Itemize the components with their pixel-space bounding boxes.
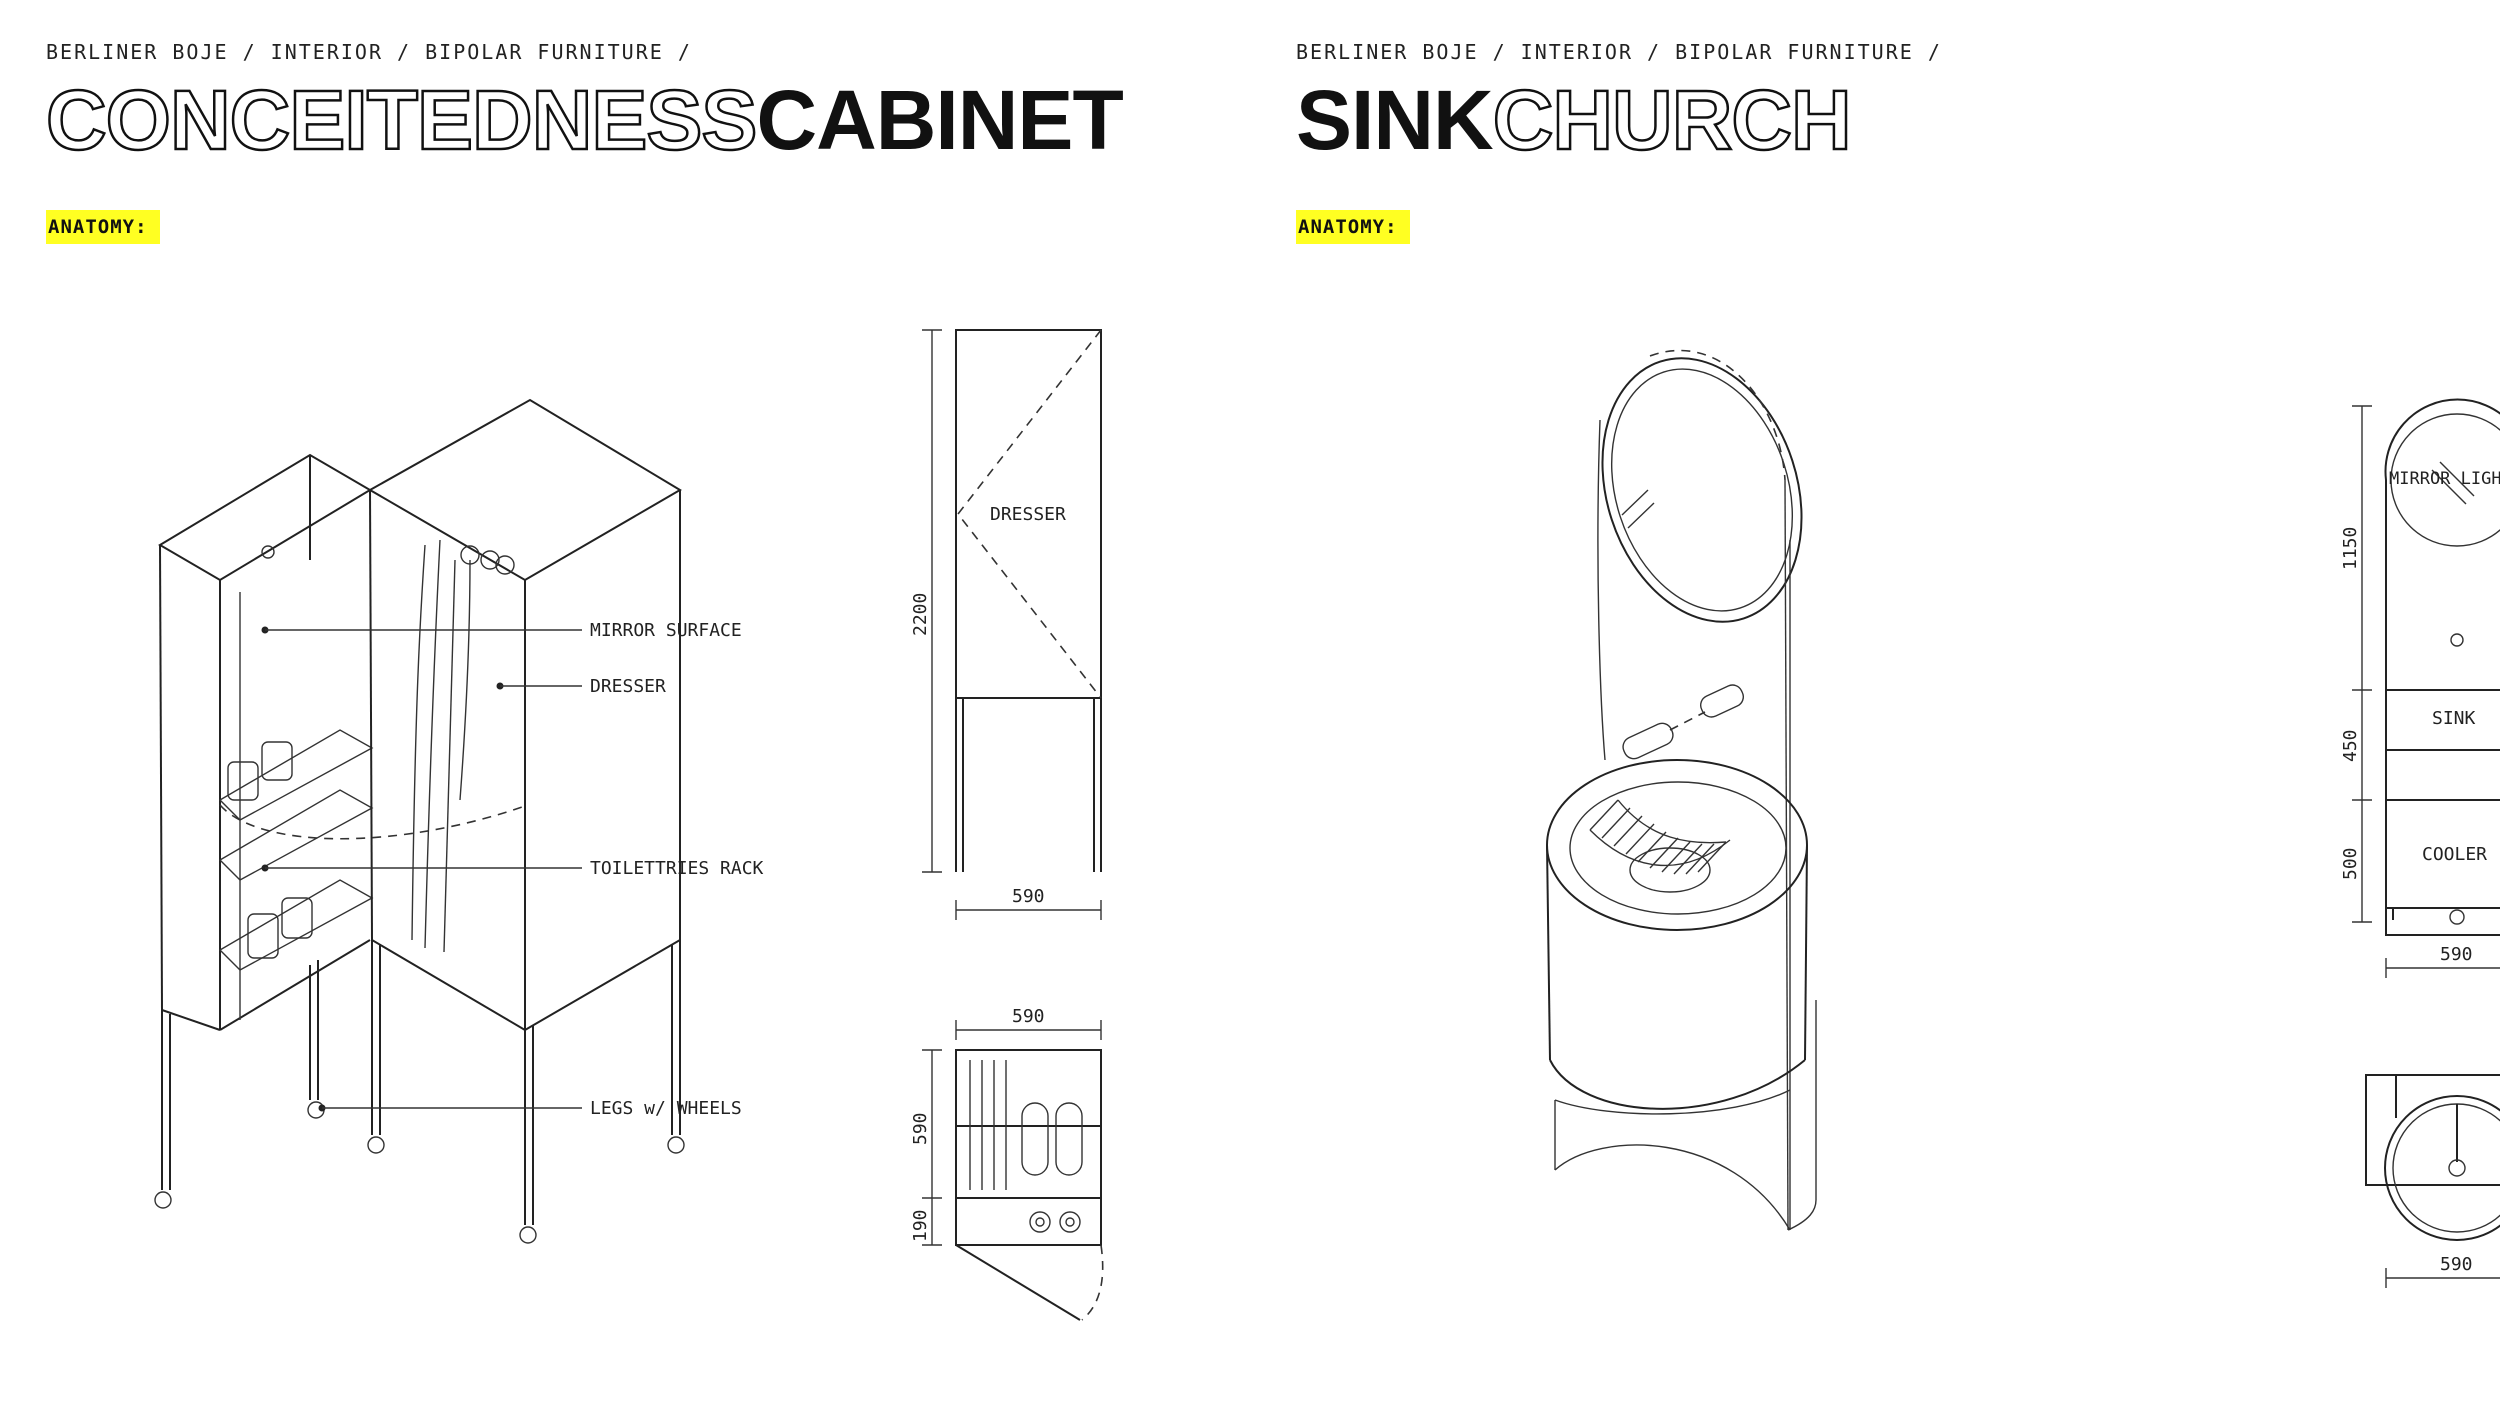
elevation-dim-450: 450 (2340, 729, 2361, 762)
title-solid: CABINET (756, 73, 1123, 167)
elevation-dim-500: 500 (2340, 847, 2361, 880)
breadcrumb: BERLINER BOJE / INTERIOR / BIPOLAR FURNI… (1296, 40, 1942, 64)
callout-leaders (261, 626, 582, 1112)
anatomy-tag: ANATOMY: (46, 210, 160, 244)
callout-toiletries-rack: TOILETTRIES RACK (590, 858, 764, 879)
plan-depth-upper-dim: 590 (910, 1112, 931, 1145)
elevation-dim-1150: 1150 (2340, 527, 2361, 570)
plan-width-dim: 590 (2440, 1254, 2473, 1275)
callout-mirror-surface: MIRROR SURFACE (590, 620, 742, 641)
title-outline: CONCEITEDNESS (45, 72, 759, 169)
page-title: SINKCHURCH (1296, 72, 1853, 169)
cabinet-elevation (922, 329, 1102, 920)
cabinet-drawing: MIRROR SURFACE DRESSER TOILETTRIES RACK … (154, 329, 1104, 1321)
sink-plan (2365, 1074, 2500, 1288)
callout-dresser: DRESSER (590, 676, 666, 697)
elevation-width-dim: 590 (1012, 886, 1045, 907)
plan-depth-lower-dim: 190 (910, 1209, 931, 1242)
cabinet-left-door (154, 453, 374, 1209)
plan-width-dim: 590 (1012, 1006, 1045, 1027)
page-title: CONCEITEDNESSCABINET (45, 72, 1124, 169)
anatomy-tag: ANATOMY: (1296, 210, 1410, 244)
sink-drawing: MIRROR LIGHT SINK COOLER 1150 450 500 59… (1546, 349, 2500, 1288)
sink-iso (1546, 349, 1817, 1231)
callout-legs-wheels: LEGS w/ WHEELS (590, 1098, 742, 1119)
cabinet-plan (922, 1020, 1104, 1321)
title-solid: SINK (1296, 73, 1494, 167)
sink-elevation (2352, 398, 2500, 978)
elevation-label-cooler: COOLER (2422, 844, 2487, 865)
elevation-label-sink: SINK (2432, 708, 2476, 729)
title-outline: CHURCH (1491, 72, 1852, 169)
elevation-label-mirror-light: MIRROR LIGHT (2389, 469, 2500, 489)
right-panel: BERLINER BOJE / INTERIOR / BIPOLAR FURNI… (1250, 0, 2500, 1406)
cabinet-right-unit (219, 398, 685, 1244)
elevation-label-dresser: DRESSER (990, 504, 1066, 525)
elevation-height-dim: 2200 (910, 593, 931, 636)
breadcrumb: BERLINER BOJE / INTERIOR / BIPOLAR FURNI… (46, 40, 692, 64)
elevation-width-dim: 590 (2440, 944, 2473, 965)
left-panel: BERLINER BOJE / INTERIOR / BIPOLAR FURNI… (45, 40, 1124, 1321)
